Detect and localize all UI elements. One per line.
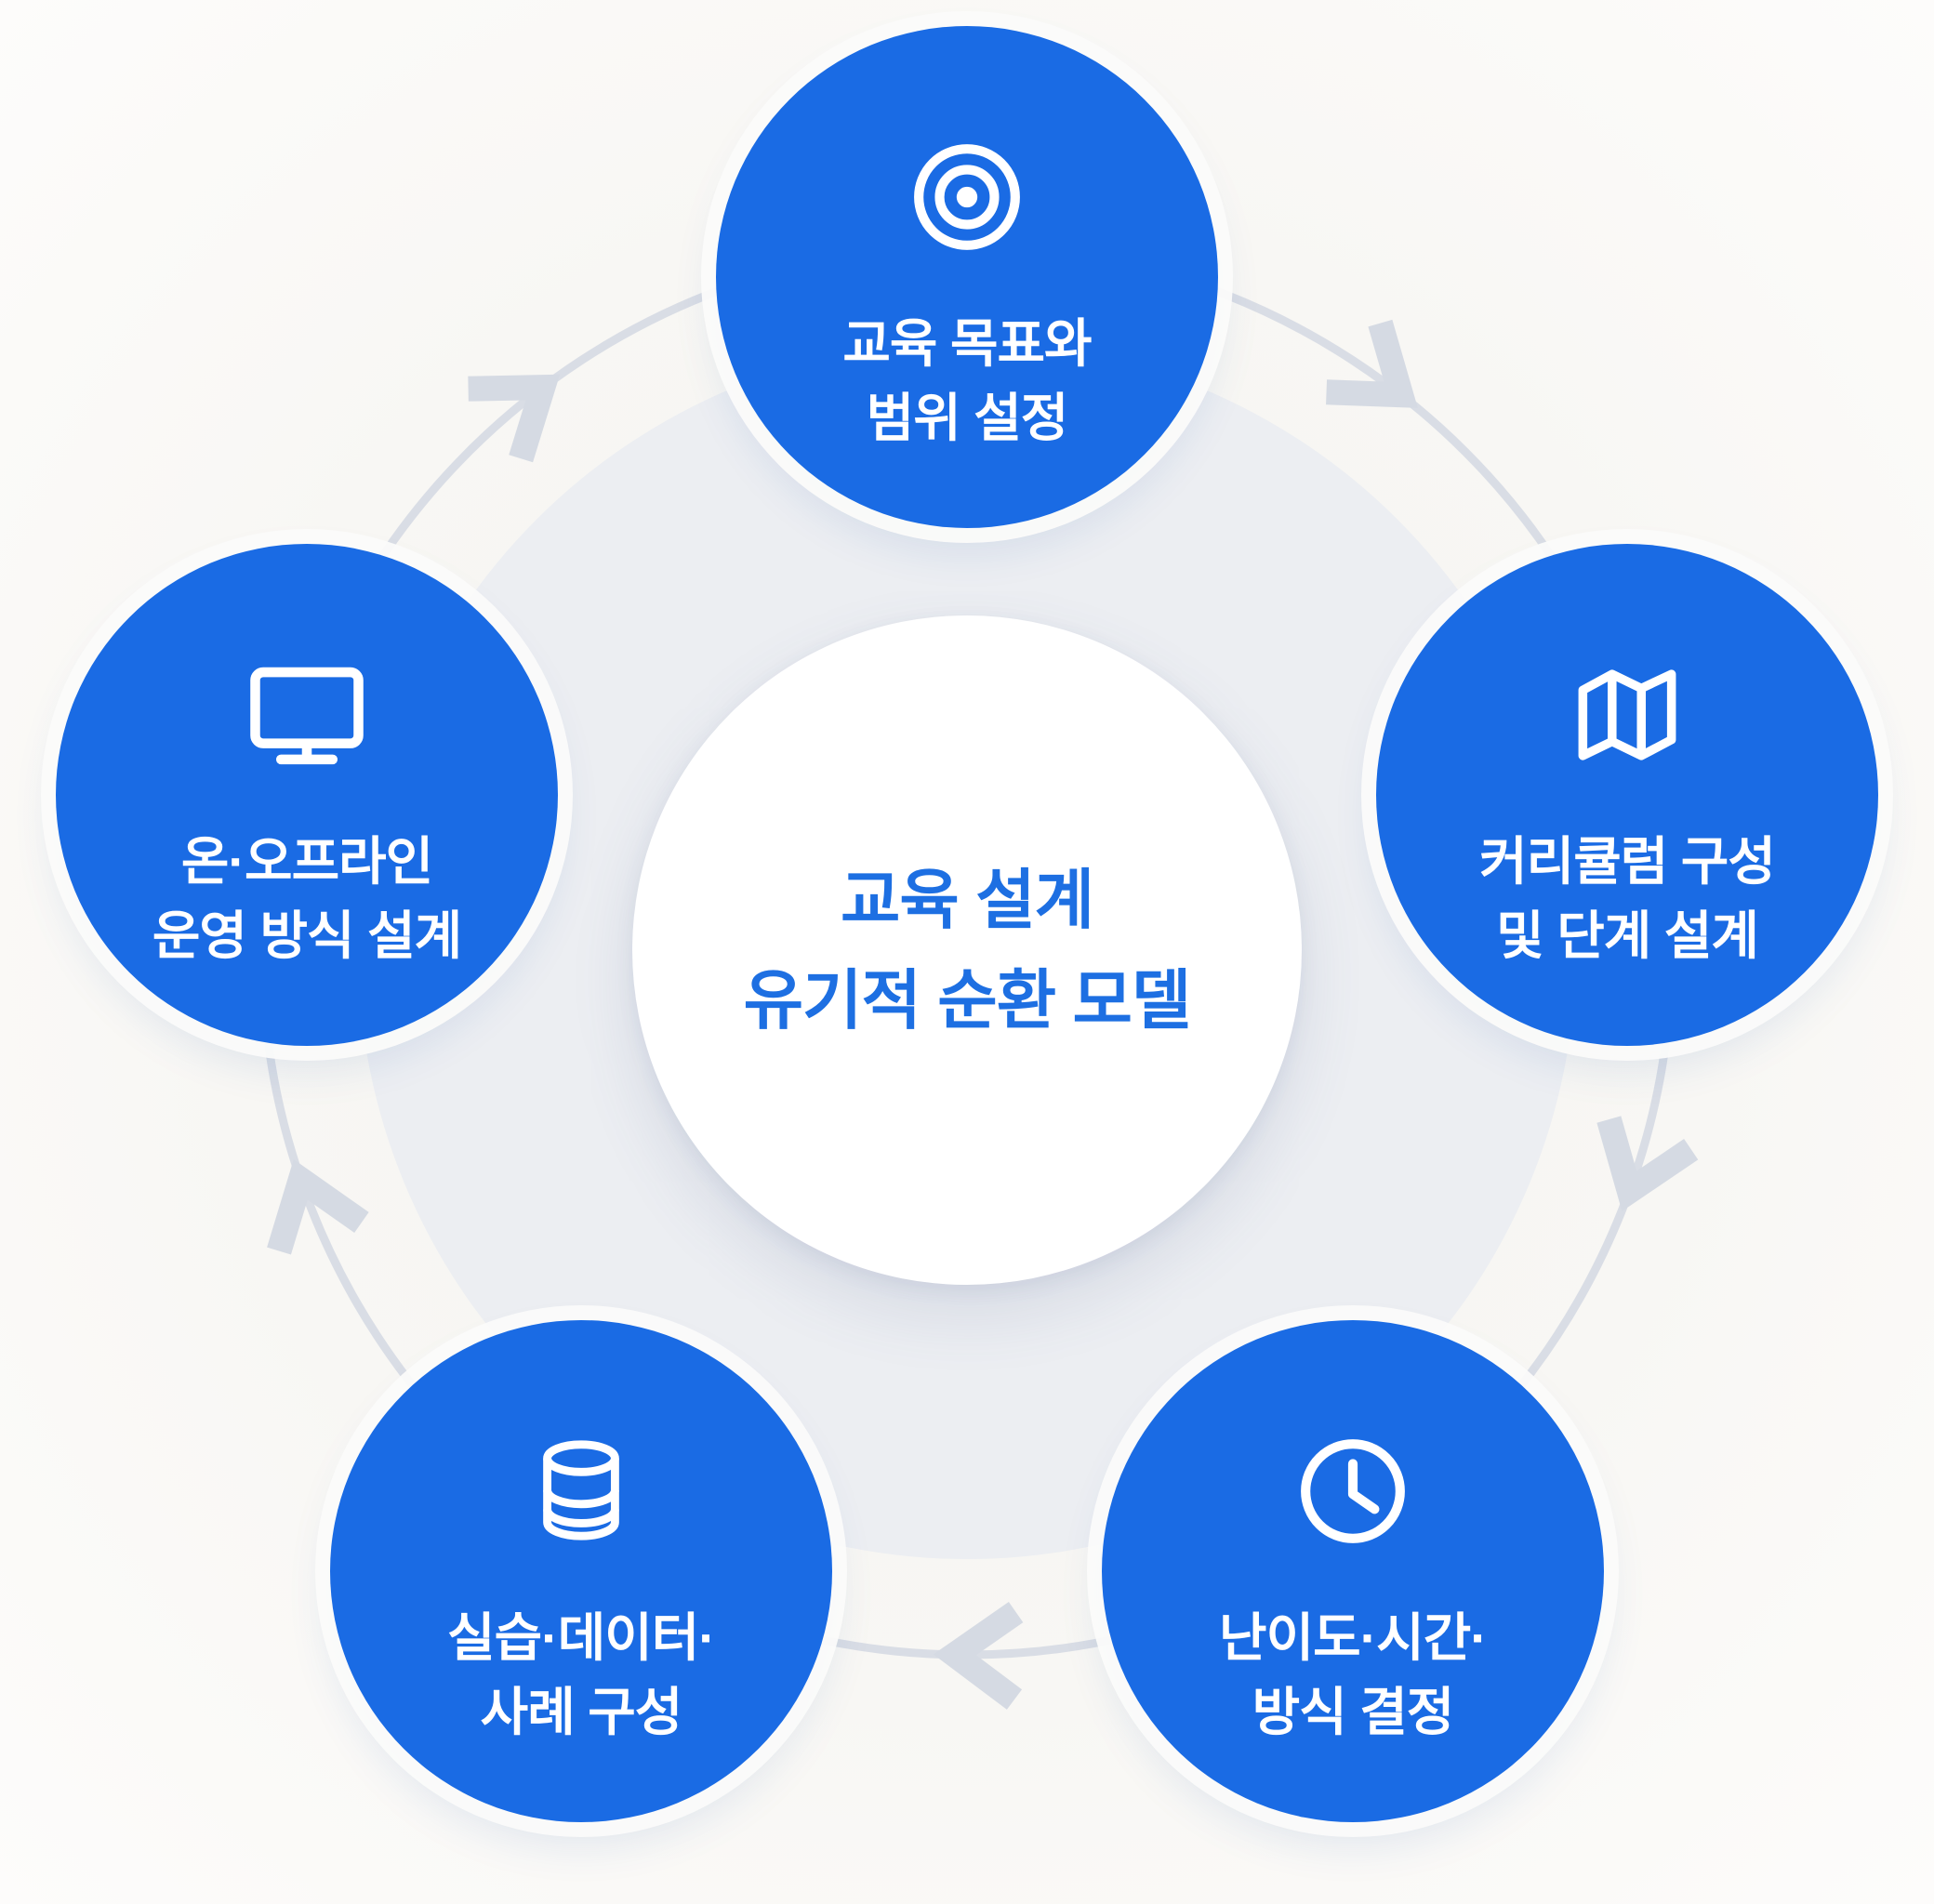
node-label: 커리큘럼 구성 및 단계 설계 xyxy=(1479,825,1776,972)
node-difficulty-time: 난이도·시간· 방식 결정 xyxy=(1102,1320,1604,1822)
node-label-line2: 방식 결정 xyxy=(1252,1682,1455,1741)
node-label: 실습·데이터· 사례 구성 xyxy=(447,1601,716,1749)
cycle-arrow-right xyxy=(1596,1116,1699,1211)
node-label-line2: 범위 설정 xyxy=(866,388,1069,447)
node-icon-wrap xyxy=(1570,657,1684,773)
node-icon-wrap xyxy=(910,139,1024,255)
node-curriculum: 커리큘럼 구성 및 단계 설계 xyxy=(1376,544,1878,1046)
node-label-line2: 사례 구성 xyxy=(480,1682,683,1741)
cycle-arrow-left xyxy=(267,1159,369,1255)
node-education-goals: 교육 목표와 범위 설정 xyxy=(716,26,1218,528)
center-title-line1: 교육 설계 xyxy=(840,863,1094,936)
database-icon xyxy=(543,1440,619,1540)
center-title: 교육 설계 유기적 순환 모델 xyxy=(743,850,1192,1051)
node-label-line1: 온·오프라인 xyxy=(180,832,433,891)
node-label-line1: 난이도·시간· xyxy=(1219,1608,1488,1667)
node-label-line1: 실습·데이터· xyxy=(447,1608,716,1667)
target-icon xyxy=(914,144,1020,250)
center-circle: 교육 설계 유기적 순환 모델 xyxy=(632,615,1302,1285)
node-label: 온·오프라인 운영 방식 설계 xyxy=(152,825,462,972)
node-label-line2: 운영 방식 설계 xyxy=(152,906,462,965)
node-online-offline: 온·오프라인 운영 방식 설계 xyxy=(56,544,558,1046)
cycle-arrow-top-right xyxy=(1326,319,1418,408)
monitor-icon xyxy=(250,667,364,765)
node-label: 교육 목표와 범위 설정 xyxy=(842,307,1092,455)
map-icon xyxy=(1578,669,1676,760)
cycle-arrow-bottom xyxy=(933,1601,1024,1710)
node-icon-wrap xyxy=(245,657,369,773)
cycle-arrow-top-left xyxy=(468,374,561,463)
node-icon-wrap xyxy=(1296,1434,1410,1549)
clock-icon xyxy=(1301,1439,1405,1543)
node-label-line1: 교육 목표와 xyxy=(842,314,1092,373)
node-icon-wrap xyxy=(524,1434,638,1549)
node-label-line1: 커리큘럼 구성 xyxy=(1479,832,1776,891)
center-title-line2: 유기적 순환 모델 xyxy=(743,964,1192,1037)
node-label: 난이도·시간· 방식 결정 xyxy=(1219,1601,1488,1749)
node-practice-data: 실습·데이터· 사례 구성 xyxy=(330,1320,832,1822)
node-label-line2: 및 단계 설계 xyxy=(1496,906,1759,965)
